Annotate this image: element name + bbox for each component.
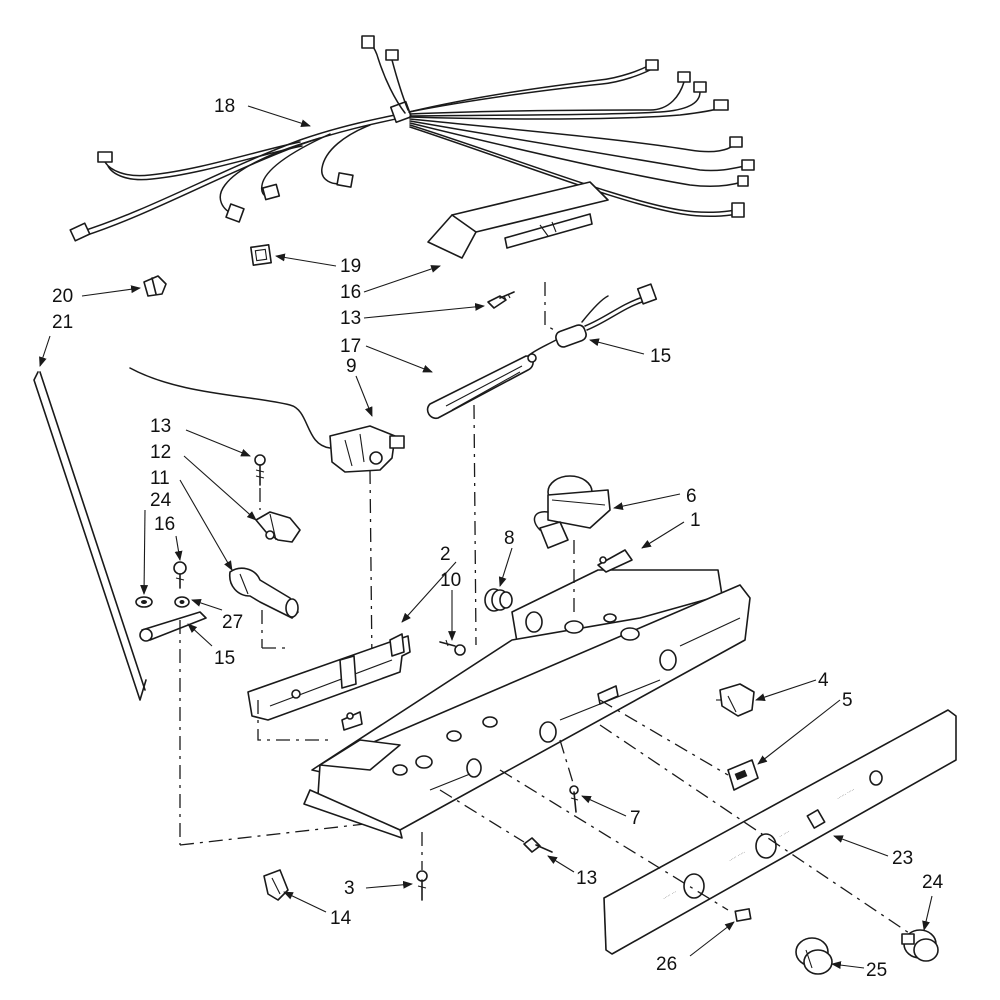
callout-8: 8 (504, 528, 515, 549)
callout-22: 20 (52, 286, 73, 307)
callout-29: 27 (222, 612, 243, 633)
callout-13-lower: 13 (576, 868, 597, 889)
screw-part-13-upper (487, 291, 515, 309)
knob-part-26 (901, 929, 939, 962)
svg-text:·· ····: ·· ···· (778, 829, 791, 840)
clip-part-14 (263, 869, 289, 901)
callout-24: 24 (150, 490, 172, 511)
control-panel-part-25: ····· ····· ·· ···· ······ ····· ····· ·… (499, 709, 957, 955)
callout-1: 1 (690, 510, 701, 531)
screw-part-16 (173, 561, 187, 589)
screw-part-13-left (254, 454, 266, 510)
callout-4: 4 (818, 670, 829, 691)
wiring-harness-part-20 (69, 35, 755, 242)
callout-3: 3 (344, 878, 355, 899)
callout-2: 2 (440, 544, 451, 565)
screw-part-10 (439, 639, 466, 656)
thermistor-part-17 (527, 283, 658, 357)
screw-part-7 (559, 739, 579, 813)
clip-part-28 (734, 908, 752, 922)
callout-19: 17 (340, 336, 361, 357)
callout-9: 9 (346, 356, 357, 377)
knob-part-27 (795, 937, 833, 975)
bracket-part-2 (247, 633, 411, 741)
callout-14: 14 (330, 908, 352, 929)
callout-15: 15 (214, 648, 235, 669)
callout-25: 23 (892, 848, 913, 869)
callout-21: 19 (340, 256, 361, 277)
callout-10: 10 (440, 570, 461, 591)
callout-6: 6 (686, 486, 697, 507)
callout-27: 25 (866, 960, 887, 981)
damper-knob-part-11 (228, 567, 299, 649)
callout-labels: 18 19 16 13 17 9 15 20 21 13 12 11 24 16… (52, 96, 944, 981)
callout-13-upper: 13 (340, 308, 361, 329)
callout-18: 16 (340, 282, 361, 303)
screw-part-13-lower (439, 789, 553, 853)
callout-17: 15 (650, 346, 671, 367)
callout-12: 12 (150, 442, 171, 463)
callout-5: 5 (842, 690, 853, 711)
screw-part-3 (416, 832, 428, 901)
callout-26: 24 (922, 872, 944, 893)
cover-plate-part-18 (427, 181, 609, 333)
callout-16: 16 (154, 514, 175, 535)
callout-20: 18 (214, 96, 235, 117)
bracket-part-12 (255, 511, 301, 543)
light-switch-part-5 (599, 699, 759, 791)
button-part-8 (484, 588, 513, 612)
callout-13-left: 13 (150, 416, 171, 437)
callout-7: 7 (630, 808, 641, 829)
clip-part-21 (250, 244, 272, 266)
callout-11: 11 (150, 468, 170, 489)
leader-lines (39, 105, 933, 970)
rod-part-23 (33, 371, 147, 701)
switch-part-9 (129, 367, 405, 666)
callout-28: 26 (656, 954, 677, 975)
washer-part-29 (174, 596, 190, 608)
light-socket-part-4 (716, 683, 755, 717)
control-housing-part-1 (303, 549, 751, 839)
callout-23: 21 (52, 312, 73, 333)
defrost-timer-part-6 (533, 475, 611, 616)
sensor-tube-part-19 (426, 353, 537, 646)
clip-part-22 (143, 275, 167, 297)
washer-part-24 (135, 596, 153, 608)
